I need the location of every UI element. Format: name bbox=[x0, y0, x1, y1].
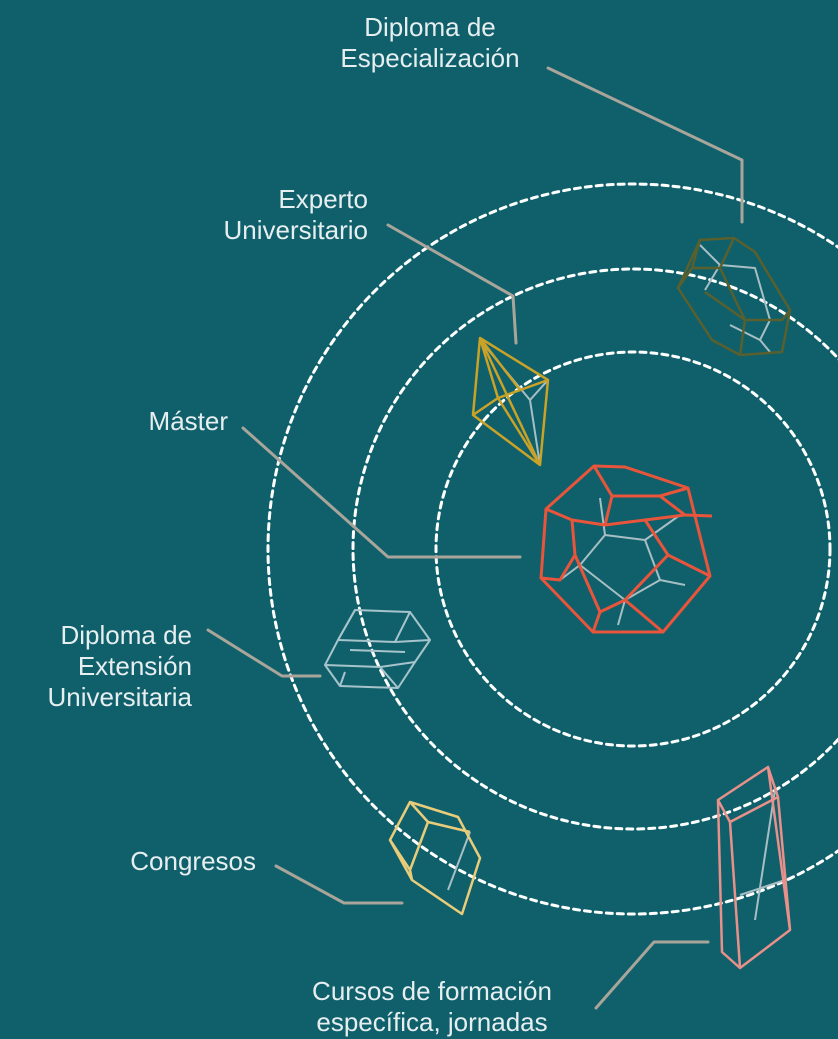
label-extension-line2: Extensión bbox=[77, 651, 192, 681]
cube-icon bbox=[716, 765, 792, 970]
leader-extension bbox=[206, 628, 322, 678]
label-especializacion-line2: Especialización bbox=[340, 43, 520, 73]
label-extension-line1: Diploma de bbox=[60, 620, 192, 650]
label-especializacion: Diploma de Especialización bbox=[310, 12, 550, 74]
label-extension-line3: Universitaria bbox=[47, 682, 193, 712]
orbit-middle bbox=[351, 267, 838, 831]
leader-master bbox=[241, 426, 522, 559]
label-extension: Diploma de Extensión Universitaria bbox=[10, 620, 193, 713]
truncated-octahedron-icon bbox=[676, 236, 792, 357]
label-congresos: Congresos bbox=[60, 846, 256, 877]
leader-cursos bbox=[594, 940, 710, 1010]
orbit-outer bbox=[266, 182, 838, 916]
cube-icon bbox=[388, 800, 482, 916]
label-master: Máster bbox=[100, 406, 228, 437]
label-cursos-line1: Cursos de formación bbox=[312, 976, 552, 1006]
leader-experto bbox=[386, 223, 518, 345]
label-experto-line2: Universitario bbox=[223, 215, 369, 245]
bipyramid-icon bbox=[471, 336, 550, 467]
label-experto-line1: Experto bbox=[278, 184, 368, 214]
label-master-line1: Máster bbox=[148, 406, 228, 436]
leader-congresos bbox=[274, 864, 404, 905]
hexagonal-prism-icon bbox=[324, 609, 431, 689]
label-cursos-line2: específica, jornadas bbox=[316, 1007, 548, 1037]
label-experto: Experto Universitario bbox=[180, 184, 369, 246]
label-especializacion-line1: Diploma de bbox=[364, 12, 496, 42]
label-congresos-line1: Congresos bbox=[130, 846, 256, 876]
orbit-inner bbox=[434, 350, 832, 748]
label-cursos: Cursos de formación específica, jornadas bbox=[262, 976, 602, 1038]
dodecahedron-icon bbox=[539, 464, 713, 634]
leader-especializacion bbox=[546, 66, 744, 224]
